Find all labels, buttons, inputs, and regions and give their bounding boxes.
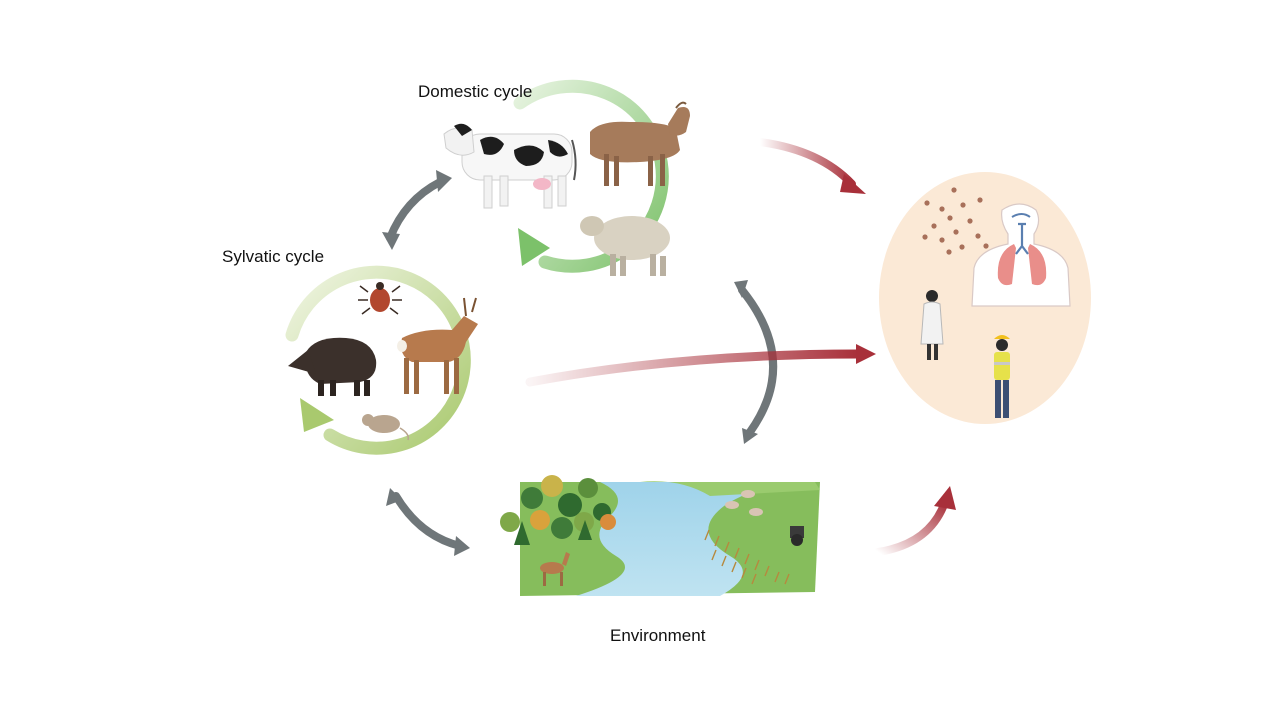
domestic-cycle-label: Domestic cycle <box>418 82 533 101</box>
goat-icon <box>590 101 690 186</box>
arrow-environment-human <box>874 486 956 556</box>
arrow-environment-domestic <box>734 280 778 444</box>
sylvatic-cycle-label: Sylvatic cycle <box>222 247 325 266</box>
roe-deer-icon <box>397 297 478 394</box>
landscape-icon <box>500 475 820 596</box>
grazing-sheep <box>725 490 763 516</box>
sheep-icon <box>580 216 670 276</box>
deer-small-icon <box>540 552 570 586</box>
tractor-icon <box>790 526 804 546</box>
arrow-domestic-human <box>756 138 866 194</box>
person-worker-icon <box>994 335 1010 418</box>
arrow-sylvatic-environment <box>386 488 470 556</box>
wild-boar-icon <box>288 337 377 396</box>
particles-icon <box>922 187 989 255</box>
person-labcoat-icon <box>920 290 944 360</box>
mouse-icon <box>362 414 410 441</box>
tick-icon <box>358 282 402 315</box>
forest <box>500 475 616 545</box>
arrow-sylvatic-domestic <box>382 170 452 250</box>
arrow-sylvatic-human <box>525 344 876 387</box>
environment-label: Environment <box>610 626 706 645</box>
crop-field <box>704 529 790 585</box>
cow-icon <box>443 123 577 209</box>
lungs-icon <box>971 203 1071 307</box>
